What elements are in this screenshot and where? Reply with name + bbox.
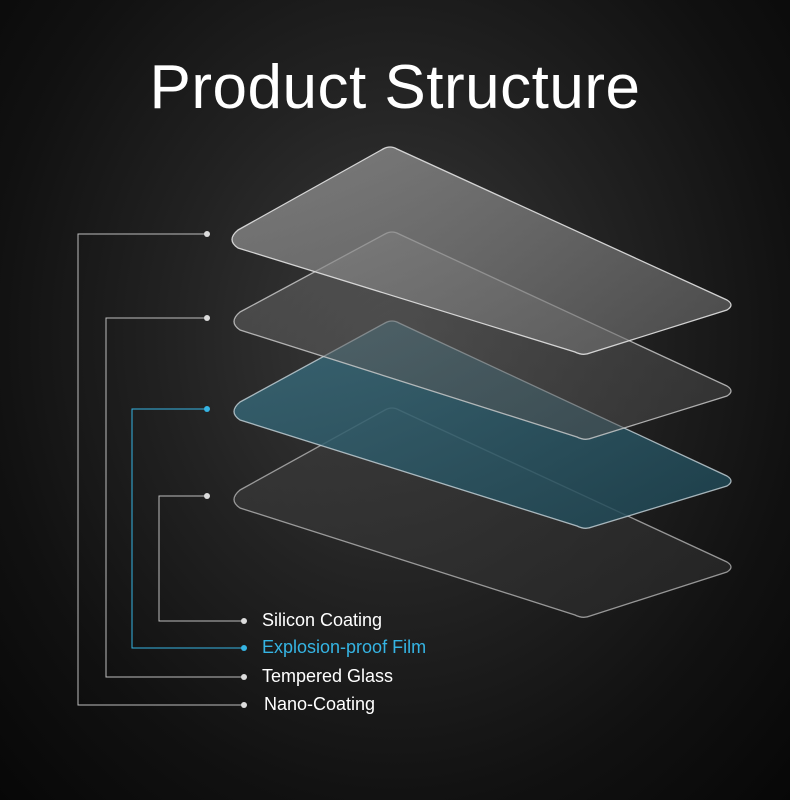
tempered-glass-layer-dot [204,315,210,321]
tempered-glass-leader [105,317,244,678]
silicon-coating-leader [158,495,244,622]
nano-coating-leader [77,233,244,706]
nano-coating-layer-dot [204,231,210,237]
page-title: Product Structure [149,53,641,122]
explosion-proof-film-label-dot [241,645,247,651]
explosion-proof-film-label: Explosion-proof Film [262,637,427,657]
nano-coating-layer [231,146,732,355]
silicon-coating-label: Silicon Coating [262,610,383,630]
explosion-proof-film-layer-dot [204,406,210,412]
nano-coating-label: Nano-Coating [264,694,376,714]
tempered-glass-label-dot [241,674,247,680]
nano-coating-label-dot [241,702,247,708]
silicon-coating-label-dot [241,618,247,624]
silicon-coating-layer-dot [204,493,210,499]
tempered-glass-label: Tempered Glass [262,666,394,686]
explosion-proof-film-leader [131,408,244,649]
